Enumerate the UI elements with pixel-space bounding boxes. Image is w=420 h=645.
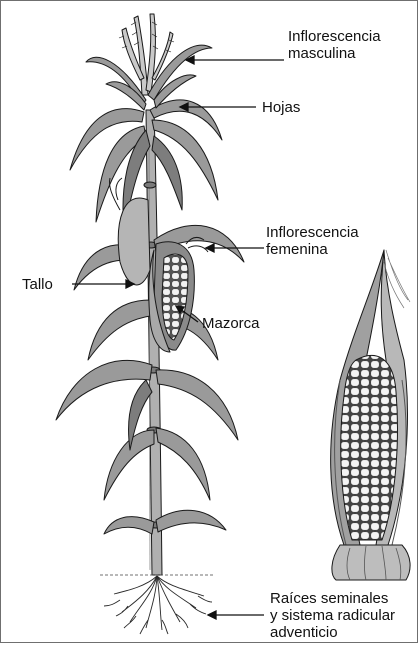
label-male-inflorescence-line2: masculina (288, 45, 381, 62)
detail-ear-base (332, 545, 410, 580)
label-roots-line3: adventicio (270, 624, 395, 641)
label-male-inflorescence-line1: Inflorescencia (288, 28, 381, 45)
label-roots-line1: Raíces seminales (270, 590, 395, 607)
root-system (104, 576, 212, 634)
label-ear: Mazorca (202, 315, 260, 332)
label-female-inflorescence-line2: femenina (266, 241, 359, 258)
label-stem: Tallo (22, 276, 53, 293)
label-leaves: Hojas (262, 99, 300, 116)
label-roots-line2: y sistema radicular (270, 607, 395, 624)
label-roots: Raíces seminales y sistema radicular adv… (270, 590, 395, 641)
lower-leaves (56, 360, 238, 534)
detail-ear (331, 250, 410, 580)
label-female-inflorescence-line1: Inflorescencia (266, 224, 359, 241)
label-female-inflorescence: Inflorescencia femenina (266, 224, 359, 258)
label-male-inflorescence: Inflorescencia masculina (288, 28, 381, 62)
